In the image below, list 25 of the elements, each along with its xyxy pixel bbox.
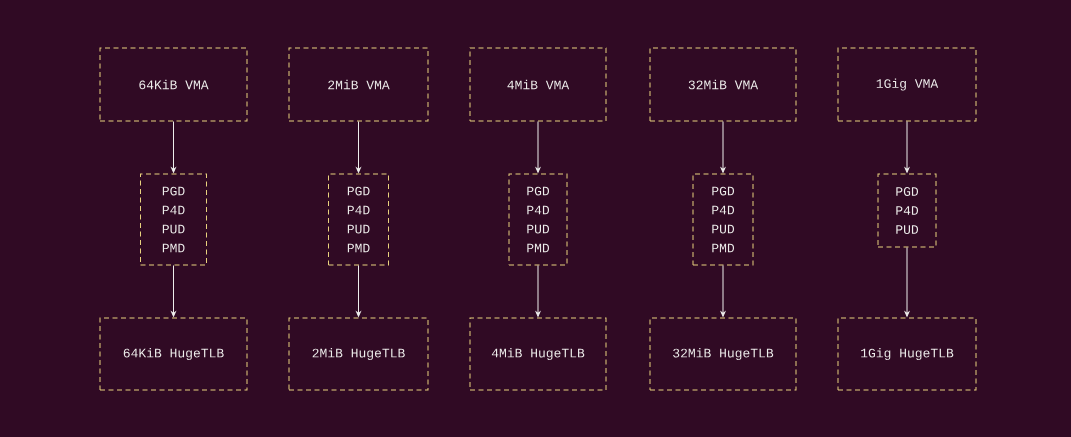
hugetlb-box: 64KiB HugeTLB (99, 317, 248, 391)
vma-box: 4MiB VMA (469, 47, 607, 122)
arrow (535, 121, 541, 173)
page-table-box: PGD P4D PUD (877, 173, 937, 248)
hugetlb-box: 2MiB HugeTLB (288, 317, 429, 391)
hugetlb-box: 4MiB HugeTLB (469, 317, 607, 391)
vma-box: 1Gig VMA (837, 47, 977, 122)
arrow (356, 265, 361, 317)
vma-box: 2MiB VMA (288, 47, 429, 122)
vma-box: 32MiB VMA (649, 47, 797, 122)
arrow (720, 121, 726, 173)
page-table-box: PGD P4D PUD PMD (692, 173, 754, 266)
arrow (171, 121, 176, 173)
arrow (535, 265, 541, 317)
page-table-box: PGD P4D PUD PMD (140, 173, 207, 266)
arrow (904, 247, 910, 317)
arrow (904, 121, 910, 173)
arrow (720, 265, 726, 317)
hugetlb-box: 32MiB HugeTLB (649, 317, 797, 391)
vma-box: 64KiB VMA (99, 47, 248, 122)
arrow (356, 121, 361, 173)
page-table-box: PGD P4D PUD PMD (328, 173, 389, 266)
hugetlb-box: 1Gig HugeTLB (837, 317, 977, 391)
arrow (171, 265, 176, 317)
page-table-box: PGD P4D PUD PMD (508, 173, 568, 266)
